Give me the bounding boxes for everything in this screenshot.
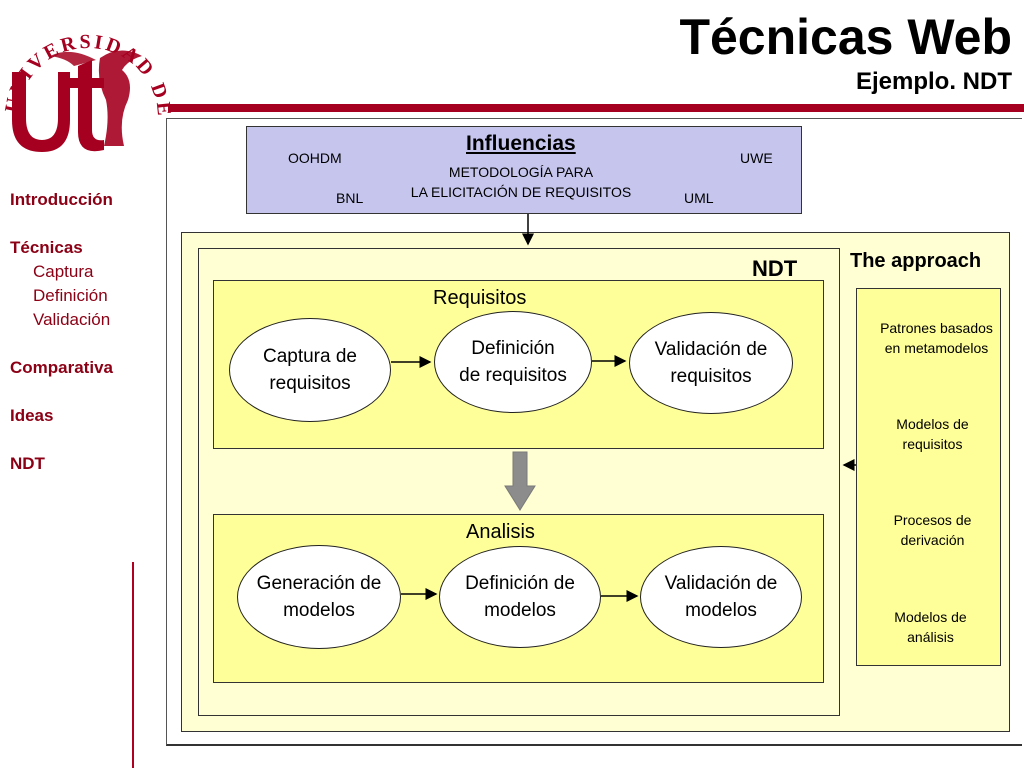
node-line: Definición [471,338,555,359]
influence-method-line1: METODOLOGÍA PARA [448,164,594,180]
university-logo: UNIVERSIDAD DE SEVILLA [0,0,172,158]
node-generacion-modelos: Generación de modelos [237,545,401,649]
side-line: requisitos [902,436,963,452]
sidebar-item-tecnicas[interactable]: Técnicas [10,238,83,257]
node-validacion-modelos: Validación de modelos [640,546,802,648]
sidebar-item-comparativa[interactable]: Comparativa [10,358,113,377]
node-captura-requisitos: Captura de requisitos [229,318,391,422]
node-line: Validación de [654,339,768,360]
node-validacion-requisitos: Validación de requisitos [629,312,793,414]
side-line: Modelos de [894,609,967,625]
approach-label: The approach [850,250,982,272]
node-line: modelos [685,600,757,621]
node-line: Definición de [465,573,575,594]
node-line: Validación de [664,573,778,594]
side-line: Patrones basados [880,320,993,336]
influence-bnl: BNL [336,190,364,206]
university-seal-icon: UNIVERSIDAD DE SEVILLA [0,0,172,152]
sidebar-item-introduccion[interactable]: Introducción [10,190,113,209]
side-item-modelos-analisis: Modelos de análisis [858,607,1003,647]
influencias-box [246,126,802,214]
node-line: Captura de [262,346,357,367]
side-item-patrones: Patrones basados en metamodelos [864,318,1009,358]
sidebar-item-definicion[interactable]: Definición [33,286,108,305]
node-definicion-requisitos: Definición de requisitos [434,311,592,413]
side-item-procesos-derivacion: Procesos de derivación [860,510,1005,550]
page-subtitle: Ejemplo. NDT [855,68,1012,95]
node-line: de requisitos [459,365,567,386]
sidebar-item-ideas[interactable]: Ideas [10,406,54,425]
side-item-modelos-requisitos: Modelos de requisitos [860,414,1005,454]
node-line: modelos [283,600,355,621]
approach-side-box [856,288,1001,666]
influencias-title: Influencias [466,132,576,155]
node-line: Generación de [256,573,382,594]
side-line: Procesos de [893,512,972,528]
side-line: Modelos de [896,416,969,432]
node-line: requisitos [269,373,351,394]
requisitos-label: Requisitos [433,287,527,309]
sidebar-item-validacion[interactable]: Validación [33,310,111,329]
influence-uwe: UWE [740,150,773,166]
node-line: requisitos [670,366,752,387]
sidebar-divider [132,562,134,768]
header-divider [168,104,1024,112]
page-title: Técnicas Web [679,9,1012,65]
influence-uml: UML [684,190,714,206]
node-line: modelos [484,600,556,621]
sidebar-item-captura[interactable]: Captura [33,262,94,281]
side-line: derivación [900,532,965,548]
influence-oohdm: OOHDM [288,150,342,166]
side-line: en metamodelos [884,340,989,356]
node-definicion-modelos: Definición de modelos [439,546,601,648]
ndt-label: NDT [752,256,798,281]
analisis-label: Analisis [466,521,535,543]
sidebar-item-ndt[interactable]: NDT [10,454,45,473]
influence-method-line2: LA ELICITACIÓN DE REQUISITOS [410,184,632,200]
side-line: análisis [907,629,954,645]
